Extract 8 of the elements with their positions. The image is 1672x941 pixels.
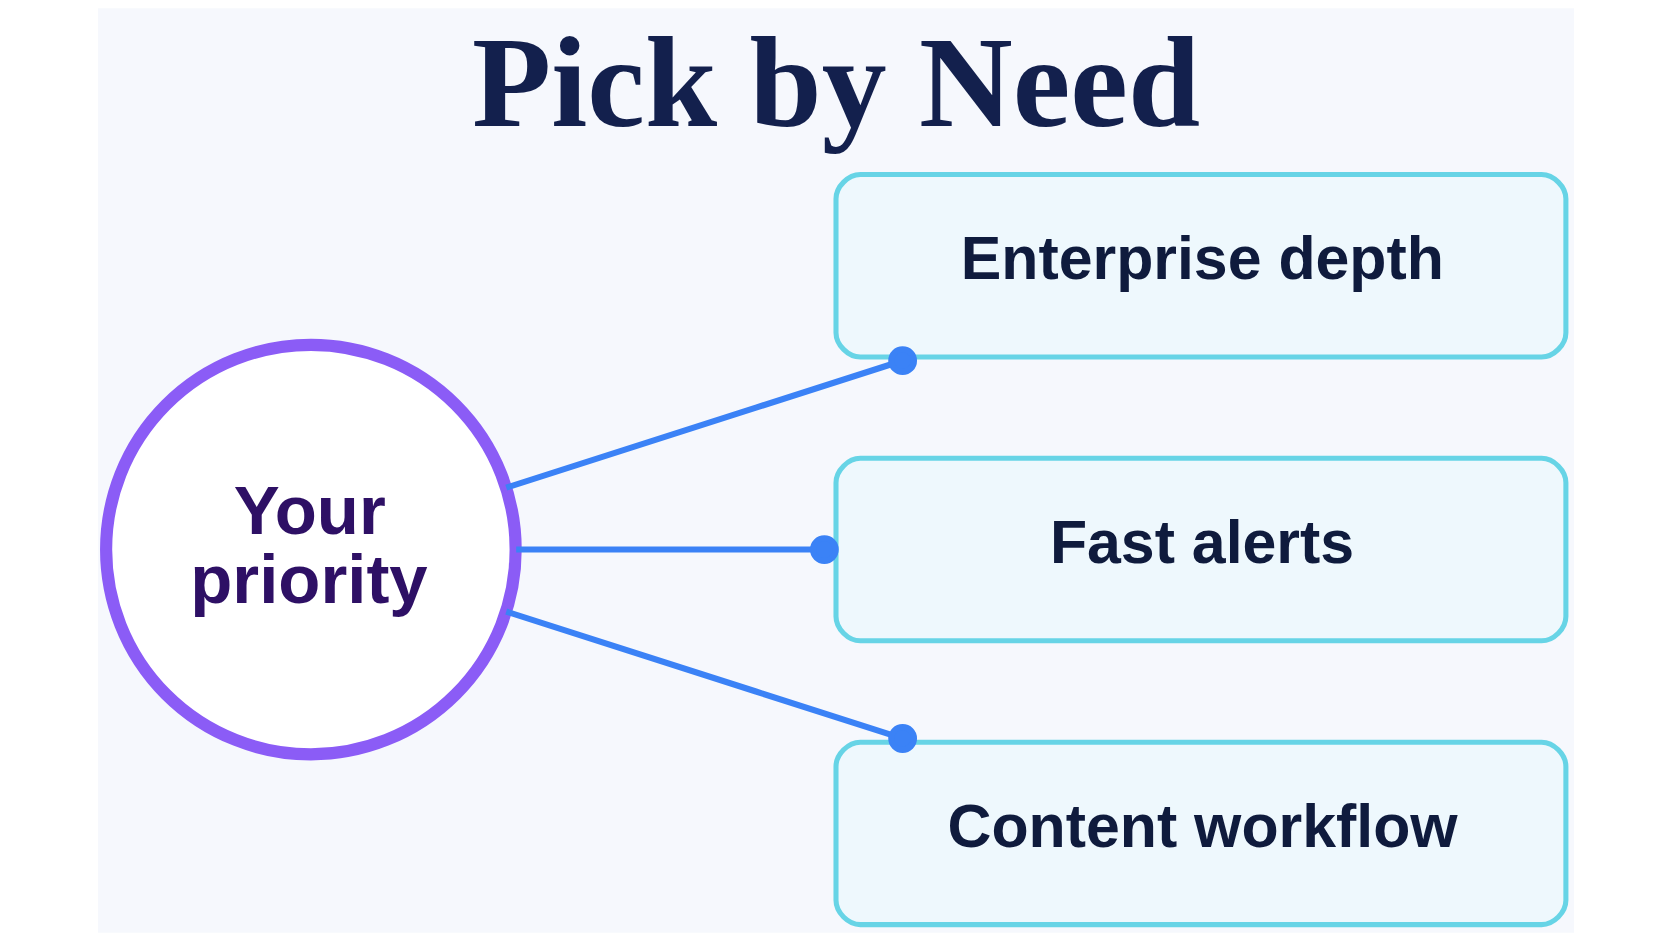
node-box: Enterprise depth	[833, 171, 1569, 360]
node-circle: Your priority	[100, 338, 522, 761]
connector	[505, 346, 917, 491]
node-box: Content workflow	[833, 739, 1569, 928]
connector	[516, 535, 839, 564]
node-box: Fast alerts	[833, 455, 1569, 644]
connector	[505, 608, 917, 753]
diagram-title: Pick by Need	[472, 10, 1201, 155]
